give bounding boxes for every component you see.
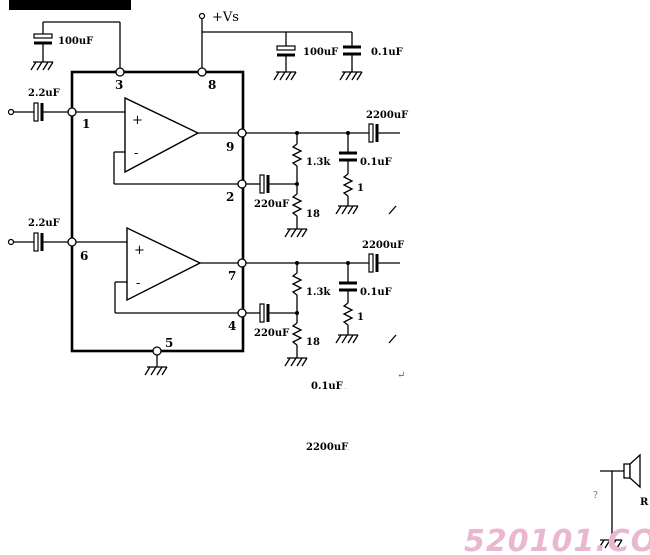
feedback1-cap-label: 220uF (254, 199, 289, 210)
feedback2-cap-label: 220uF (254, 328, 289, 339)
channel-1-output (246, 123, 400, 229)
channel-1-input (7, 102, 125, 122)
pin-1-label: 1 (82, 117, 90, 131)
ground-symbol (30, 61, 54, 71)
stray-mark: ? (593, 491, 598, 501)
pin-3-label: 3 (115, 78, 123, 92)
clipped-mark (388, 205, 397, 215)
supply-rail: +Vs (198, 10, 361, 72)
ground-symbol (335, 334, 359, 344)
pin-1-node (67, 107, 77, 117)
caption-small-cap: 0.1uF (311, 381, 343, 392)
ground-symbol (598, 539, 623, 549)
pin-5-label: 5 (165, 336, 173, 350)
pin-7-node (237, 258, 247, 268)
pin-9-label: 9 (226, 140, 234, 154)
input2-cap-label: 2.2uF (28, 218, 60, 229)
channel-2-output (246, 253, 400, 358)
pin-5-node (152, 346, 162, 356)
opamp-1-minus: - (134, 146, 138, 161)
ground-symbol (284, 228, 308, 238)
junction-dot (295, 261, 299, 265)
stray-mark: . . (340, 383, 347, 391)
supply-electrolytic-label: 100uF (303, 47, 338, 58)
stray-mark: . . (343, 444, 350, 452)
opamp-1-plus: + (132, 113, 143, 128)
pin3-decoupling (33, 21, 121, 68)
header-bar (9, 0, 131, 10)
junction-dot (295, 131, 299, 135)
pin-8-node (197, 67, 207, 77)
pin-2-label: 2 (226, 190, 234, 204)
channel-2-input (7, 232, 127, 252)
pin3-cap-label: 100uF (58, 36, 93, 47)
opamp-1 (113, 96, 238, 185)
ground-symbol (144, 366, 168, 376)
opamp-2-plus: + (134, 243, 145, 258)
supply-ceramic-label: 0.1uF (371, 47, 403, 58)
return-mark: ↵ (397, 370, 405, 381)
output1-cap-label: 2200uF (366, 110, 408, 121)
opamp-2-minus: - (136, 276, 140, 291)
watermark: 520101.COM (464, 524, 650, 555)
junction-dot (295, 311, 299, 315)
pin-9-node (237, 128, 247, 138)
junction-dot (346, 261, 350, 265)
clipped-mark (388, 334, 397, 344)
ground-symbol (335, 205, 359, 215)
zobel1-cap-label: 0.1uF (360, 157, 392, 168)
fb-top1-label: 1.3k (306, 157, 331, 168)
fb-bot2-label: 18 (306, 337, 320, 348)
pin-3-node (115, 67, 125, 77)
pin-8-label: 8 (208, 78, 216, 92)
ground-symbol (339, 71, 363, 81)
supply-label: +Vs (212, 10, 239, 25)
opamp-2 (114, 226, 238, 314)
caption-large-cap: 2200uF (306, 442, 348, 453)
junction-dot (295, 182, 299, 186)
pin-4-label: 4 (228, 319, 236, 333)
fb-bot1-label: 18 (306, 209, 320, 220)
pin-6-node (67, 237, 77, 247)
input1-cap-label: 2.2uF (28, 88, 60, 99)
ground-symbol (284, 357, 308, 367)
pin-4-node (237, 308, 247, 318)
pin-6-label: 6 (80, 249, 88, 263)
speaker-label: R (640, 497, 649, 508)
zobel-r2-label: 1 (357, 312, 364, 323)
junction-dot (346, 131, 350, 135)
ground-symbol (273, 71, 297, 81)
pin-7-label: 7 (228, 269, 236, 283)
output2-cap-label: 2200uF (362, 240, 404, 251)
pin-2-node (237, 179, 247, 189)
zobel2-cap-label: 0.1uF (360, 287, 392, 298)
fb-top2-label: 1.3k (306, 287, 331, 298)
speaker-fragment (600, 453, 641, 540)
zobel-r1-label: 1 (357, 183, 364, 194)
